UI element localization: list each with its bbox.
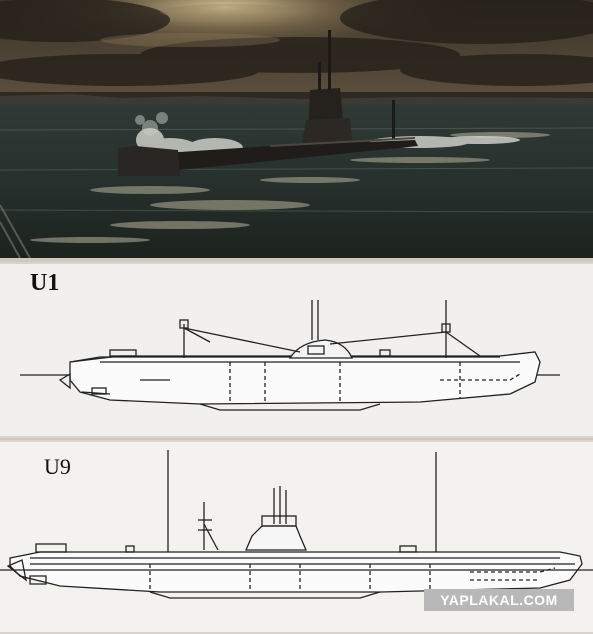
submarine-painting — [0, 0, 593, 258]
u1-side-profile-drawing — [20, 300, 560, 411]
u9-label: U9 — [44, 454, 71, 479]
u1-label: U1 — [30, 270, 60, 296]
site-watermark: YAPLAKAL.COM — [424, 589, 574, 611]
u9-side-profile-drawing — [0, 450, 593, 599]
